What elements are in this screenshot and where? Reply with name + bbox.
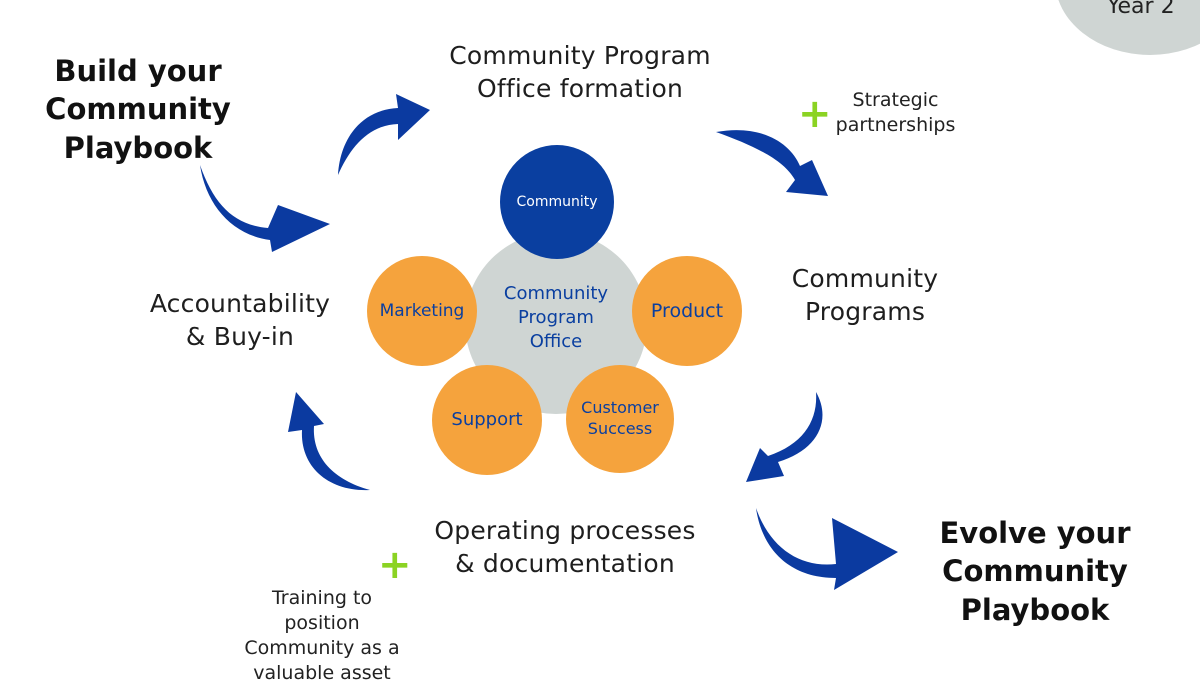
training-line-1: Training to — [271, 587, 373, 609]
programs-line-2: Programs — [804, 296, 926, 326]
arrow-to-processes — [746, 392, 823, 482]
customer-success-line-2: Success — [587, 419, 653, 438]
formation-line-2: Office formation — [477, 73, 683, 103]
evolve-playbook-heading: Evolve your Community Playbook — [930, 514, 1140, 629]
training-line-3: Community as a — [244, 637, 400, 660]
build-playbook-heading: Build your Community Playbook — [38, 52, 238, 167]
arrow-to-programs — [716, 130, 828, 196]
evolve-line-1: Evolve your — [939, 516, 1131, 550]
hub-marketing-label: Marketing — [379, 300, 465, 321]
step-formation: Community Program Office formation — [420, 40, 740, 105]
training-line-4: valuable asset — [253, 662, 391, 685]
build-line-3: Playbook — [63, 130, 213, 165]
hub-community-circle: Community — [500, 145, 614, 259]
customer-success-line-1: Customer — [581, 398, 659, 418]
programs-line-1: Community — [791, 264, 939, 293]
year-label: Year 2 — [1107, 0, 1175, 19]
plus-icon-strategic: + — [798, 91, 832, 137]
note-training: Training to position Community as a valu… — [232, 586, 412, 686]
processes-line-2: & documentation — [455, 548, 675, 578]
step-accountability: Accountability & Buy-in — [135, 288, 345, 353]
evolve-line-3: Playbook — [960, 592, 1110, 627]
step-processes: Operating processes & documentation — [410, 515, 720, 580]
arrow-to-formation — [338, 94, 430, 175]
hub-center-line-1: Community — [503, 282, 609, 304]
step-programs: Community Programs — [770, 263, 960, 328]
hub-support-circle: Support — [432, 365, 542, 475]
hub-product-label: Product — [650, 299, 724, 322]
hub-marketing-circle: Marketing — [367, 256, 477, 366]
hub-customer-success-circle: Customer Success — [566, 365, 674, 473]
build-line-1: Build your — [54, 54, 222, 88]
note-strategic-partnerships: Strategic partnerships — [828, 88, 963, 138]
plus-icon-training: + — [378, 542, 412, 588]
evolve-line-2: Community — [942, 554, 1128, 589]
build-arrow — [200, 165, 330, 252]
hub-center-line-3: Office — [529, 331, 583, 353]
training-line-2: position — [284, 612, 360, 635]
hub-product-circle: Product — [632, 256, 742, 366]
hub-support-label: Support — [451, 409, 523, 431]
strategic-line-2: partnerships — [835, 114, 956, 137]
accountability-line-1: Accountability — [149, 289, 331, 318]
formation-line-1: Community Program — [449, 41, 711, 70]
arrow-to-accountability — [288, 392, 370, 491]
hub-community-label: Community — [516, 193, 598, 210]
hub-center-circle: Community Program Office — [465, 232, 647, 414]
hub-center-line-2: Program — [518, 306, 594, 328]
accountability-line-2: & Buy-in — [185, 321, 295, 351]
strategic-line-1: Strategic — [852, 89, 939, 111]
build-line-2: Community — [45, 92, 231, 127]
evolve-arrow — [756, 508, 898, 590]
processes-line-1: Operating processes — [434, 516, 696, 545]
